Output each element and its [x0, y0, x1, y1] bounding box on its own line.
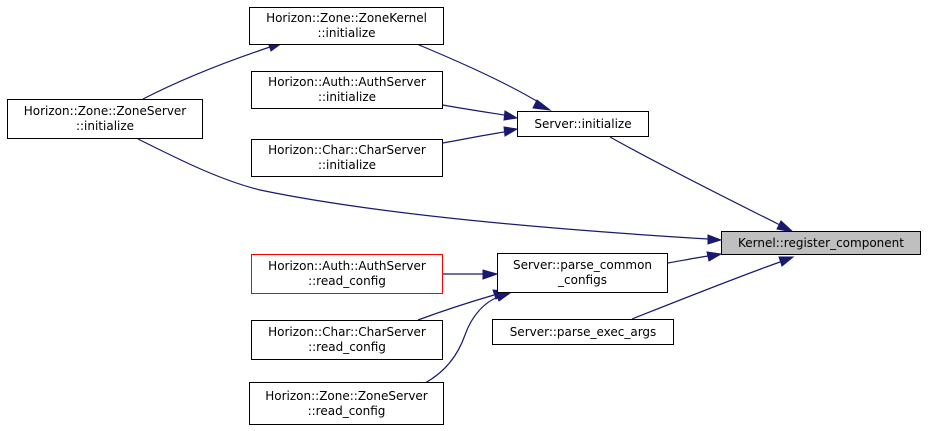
node-label: Server::initialize [534, 116, 632, 131]
node-label: Horizon::Char::CharServer [268, 325, 426, 339]
arrowhead [532, 99, 552, 111]
edge-auth-init-to-server-init [442, 104, 505, 116]
arrowhead [503, 110, 519, 121]
edge-parse-exec-to-register-component [631, 261, 781, 320]
node-char-server-read-config[interactable]: Horizon::Char::CharServer ::read_config [251, 320, 443, 360]
node-server-parse-common-configs[interactable]: Server::parse_common _configs [497, 253, 668, 293]
arrowhead [706, 251, 723, 262]
arrowhead [707, 234, 723, 245]
node-zone-server-read-config[interactable]: Horizon::Zone::ZoneServer ::read_config [249, 382, 444, 425]
node-auth-server-read-config[interactable]: Horizon::Auth::AuthServer ::read_config [251, 254, 443, 294]
node-label-line2: ::initialize [317, 158, 377, 172]
edge-zonekernel-init-to-server-init [411, 41, 541, 104]
edge-zoneserver-init-to-register-component [137, 138, 709, 240]
arrowhead [778, 256, 795, 267]
node-server-parse-exec-args[interactable]: Server::parse_exec_args [492, 319, 674, 345]
arrowhead [776, 220, 795, 233]
arrowhead [495, 292, 512, 302]
node-kernel-register-component[interactable]: Kernel::register_component [721, 231, 921, 255]
node-label: Horizon::Zone::ZoneServer [23, 104, 187, 118]
edge-zoneserver-init-to-zonekernel-init [142, 46, 271, 100]
node-zone-kernel-initialize[interactable]: Horizon::Zone::ZoneKernel ::initialize [249, 7, 444, 45]
node-auth-server-initialize[interactable]: Horizon::Auth::AuthServer ::initialize [251, 71, 443, 109]
node-label-line2: ::initialize [317, 26, 376, 40]
node-label: Horizon::Char::CharServer [268, 143, 426, 157]
node-label-line2: ::read_config [307, 403, 386, 418]
node-label-line2: ::initialize [75, 119, 135, 133]
edge-char-init-to-server-init [442, 131, 505, 144]
edge-char-read-config-to-parse-common [417, 294, 495, 321]
node-label: Server::parse_common [512, 258, 653, 272]
node-server-initialize[interactable]: Server::initialize [517, 111, 649, 137]
node-zone-server-initialize[interactable]: Horizon::Zone::ZoneServer ::initialize [7, 99, 203, 139]
edge-parse-common-to-register-component [667, 255, 709, 264]
node-label-line2: _configs [558, 273, 607, 287]
node-label: Kernel::register_component [738, 235, 904, 250]
arrowhead [503, 126, 519, 137]
node-label: Horizon::Zone::ZoneKernel [266, 11, 427, 25]
node-label: Horizon::Zone::ZoneServer [265, 388, 428, 403]
node-char-server-initialize[interactable]: Horizon::Char::CharServer ::initialize [251, 139, 443, 177]
edge-zone-read-config-to-parse-common [424, 296, 499, 384]
node-label-line2: ::initialize [317, 90, 377, 104]
node-label-line2: ::read_config [308, 274, 386, 288]
node-label: Horizon::Auth::AuthServer [268, 259, 426, 273]
node-label-line2: ::read_config [308, 340, 386, 354]
node-label: Server::parse_exec_args [509, 324, 657, 339]
arrowhead [482, 269, 499, 280]
node-label: Horizon::Auth::AuthServer [268, 75, 426, 89]
edge-server-init-to-register-component [609, 136, 781, 226]
